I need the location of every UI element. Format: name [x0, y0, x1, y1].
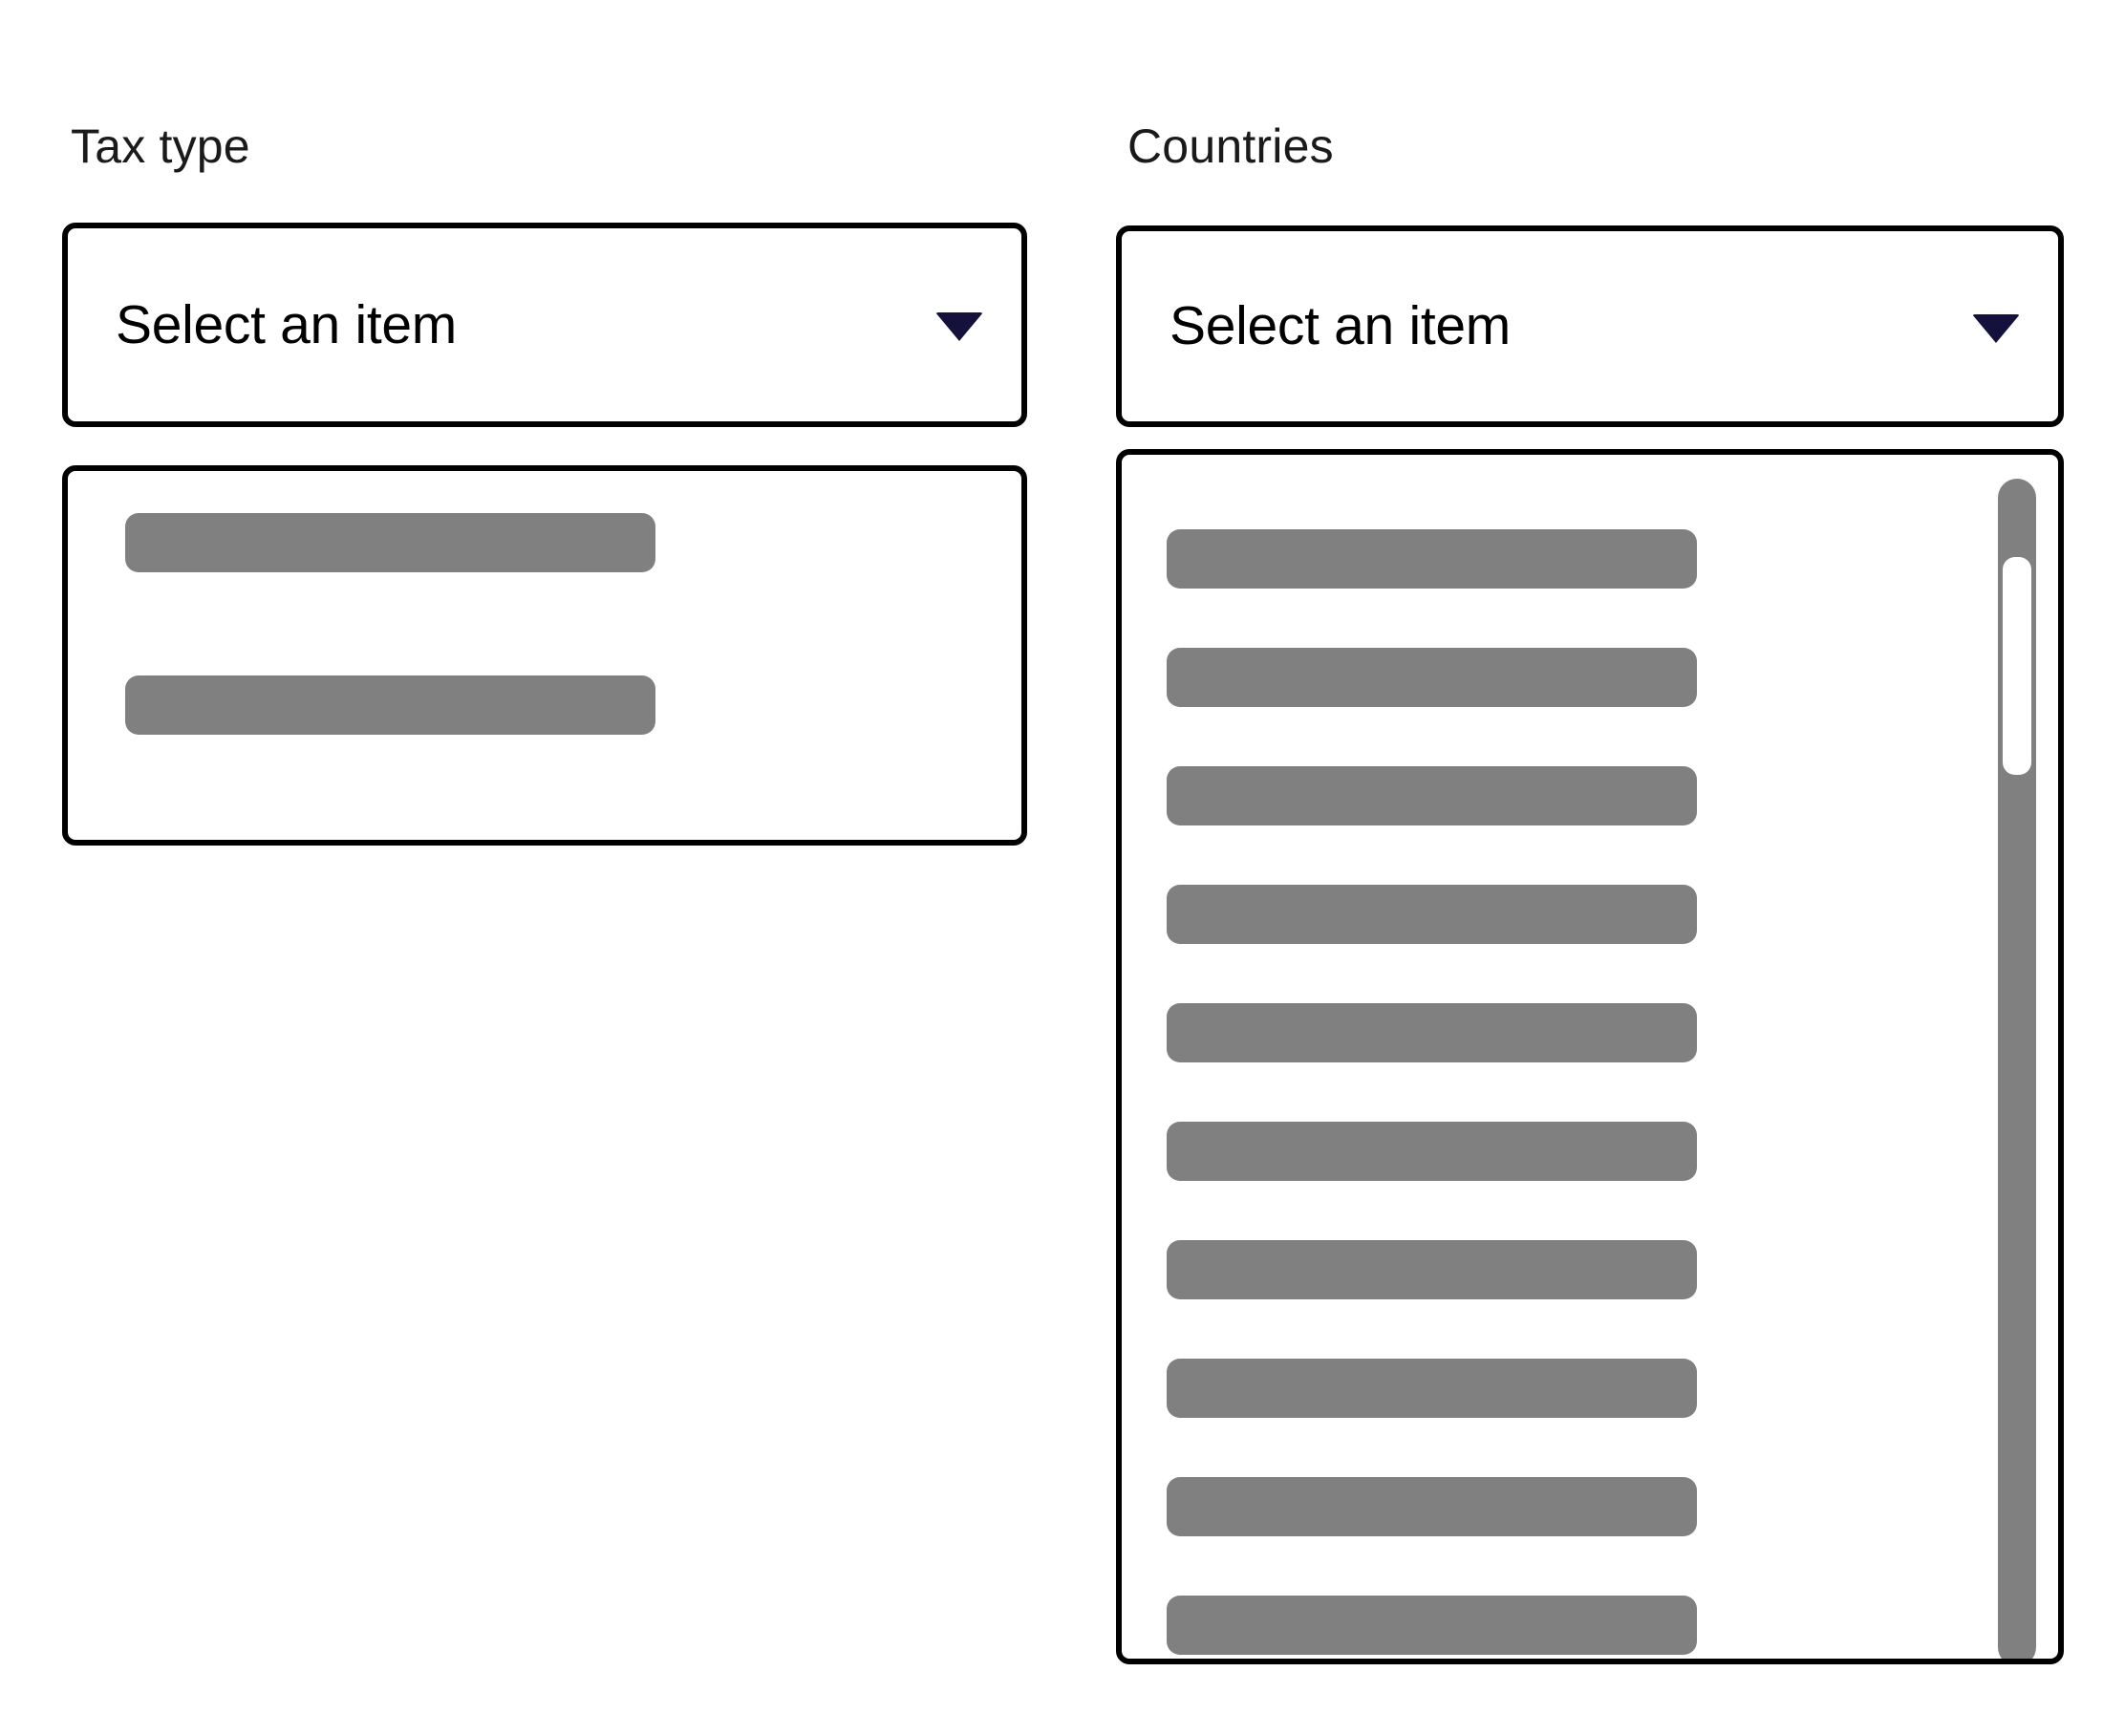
tax-type-listbox-scrollarea	[68, 471, 1021, 840]
tax-type-selected-value: Select an item	[116, 293, 457, 355]
list-item-skeleton[interactable]	[1167, 1122, 1697, 1181]
countries-selected-value: Select an item	[1170, 295, 1511, 356]
list-item-skeleton[interactable]	[1167, 1359, 1697, 1418]
countries-listbox-panel[interactable]	[1116, 449, 2064, 1664]
countries-listbox-scrollbar-thumb[interactable]	[2003, 557, 2031, 775]
tax-type-label: Tax type	[71, 119, 250, 173]
list-item-skeleton[interactable]	[125, 675, 655, 735]
list-item-skeleton[interactable]	[1167, 1240, 1697, 1299]
list-item-skeleton[interactable]	[125, 513, 655, 572]
list-item-skeleton[interactable]	[1167, 529, 1697, 589]
list-item-skeleton[interactable]	[1167, 1477, 1697, 1536]
countries-listbox-scrollbar-track[interactable]	[1998, 479, 2036, 1659]
list-item-skeleton[interactable]	[1167, 766, 1697, 825]
list-item-skeleton[interactable]	[1167, 885, 1697, 944]
list-item-skeleton[interactable]	[1167, 1003, 1697, 1062]
chevron-down-icon[interactable]	[935, 312, 983, 341]
list-item-skeleton[interactable]	[1167, 648, 1697, 707]
countries-select-trigger[interactable]: Select an item	[1116, 225, 2064, 427]
tax-type-select-trigger[interactable]: Select an item	[62, 223, 1027, 427]
countries-label: Countries	[1127, 119, 1334, 173]
list-item-skeleton[interactable]	[1167, 1596, 1697, 1655]
countries-listbox-scrollarea	[1122, 455, 2058, 1659]
tax-type-listbox-panel[interactable]	[62, 465, 1027, 846]
chevron-down-icon[interactable]	[1972, 313, 2020, 343]
